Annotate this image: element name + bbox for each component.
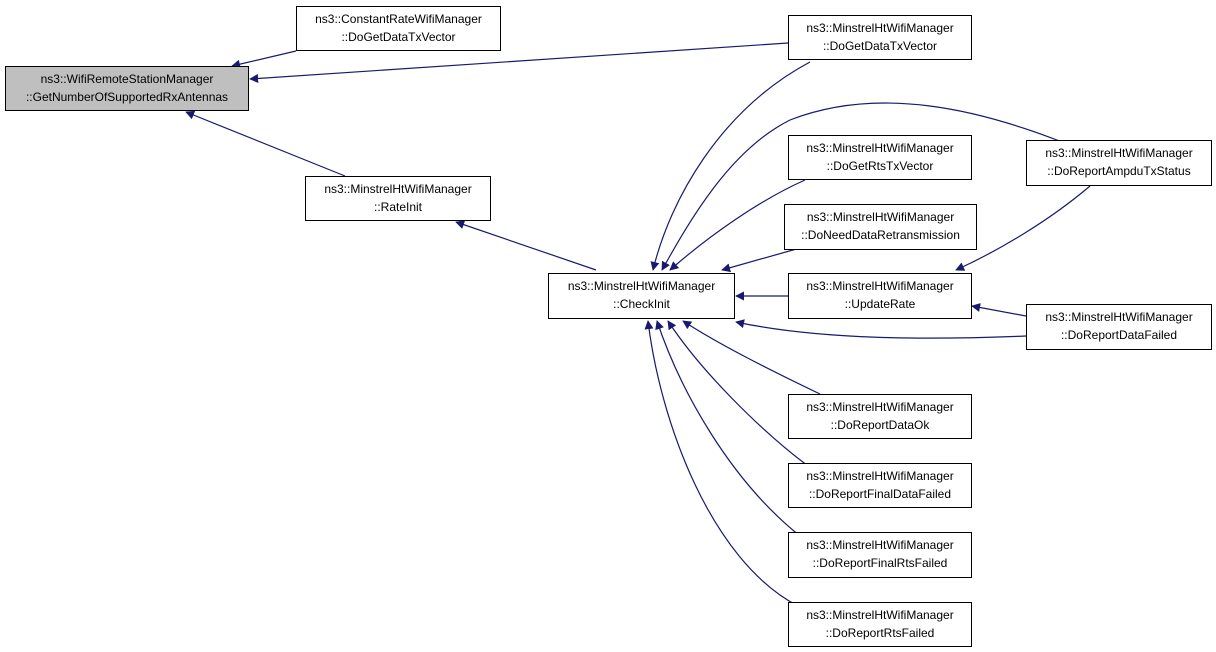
node-minstrel-do-report-rts-failed[interactable]: ns3::MinstrelHtWifiManager ::DoReportRts… bbox=[788, 602, 972, 647]
node-constant-line1: ns3::ConstantRateWifiManager bbox=[315, 12, 482, 26]
node-get-number-of-supported-rx-antennas[interactable]: ns3::WifiRemoteStationManager ::GetNumbe… bbox=[5, 66, 249, 111]
node-minstrel-rate-init[interactable]: ns3::MinstrelHtWifiManager ::RateInit bbox=[305, 176, 491, 221]
node-minstrel-check-init[interactable]: ns3::MinstrelHtWifiManager ::CheckInit bbox=[548, 273, 735, 319]
node-constant-rate-do-get-data-tx-vector[interactable]: ns3::ConstantRateWifiManager ::DoGetData… bbox=[296, 6, 501, 51]
edge-ampdu-to-updaterate bbox=[955, 185, 1091, 271]
node-datafailed-line2: ::DoReportDataFailed bbox=[1060, 328, 1178, 342]
node-minstrel-do-get-rts-tx-vector[interactable]: ns3::MinstrelHtWifiManager ::DoGetRtsTxV… bbox=[788, 135, 972, 180]
edge-rateinit-to-root bbox=[185, 110, 346, 177]
node-updaterate-line2: ::UpdateRate bbox=[844, 297, 916, 311]
node-minstrel-update-rate[interactable]: ns3::MinstrelHtWifiManager ::UpdateRate bbox=[788, 273, 972, 319]
node-root-line1: ns3::WifiRemoteStationManager bbox=[40, 72, 214, 86]
node-rateinit-line1: ns3::MinstrelHtWifiManager bbox=[324, 182, 472, 196]
node-dataok-line1: ns3::MinstrelHtWifiManager bbox=[806, 400, 954, 414]
edge-ampdu-to-checkinit bbox=[661, 102, 1063, 271]
node-rateinit-line2: ::RateInit bbox=[373, 200, 423, 214]
node-rtsfailed-line1: ns3::MinstrelHtWifiManager bbox=[806, 608, 954, 622]
node-dogetdata-line2: ::DoGetDataTxVector bbox=[822, 39, 938, 53]
node-ampdu-line2: ::DoReportAmpduTxStatus bbox=[1047, 164, 1191, 178]
node-root-line2: ::GetNumberOfSupportedRxAntennas bbox=[25, 90, 229, 104]
node-finaldata-line1: ns3::MinstrelHtWifiManager bbox=[806, 469, 954, 483]
node-doneedretx-line1: ns3::MinstrelHtWifiManager bbox=[806, 210, 955, 224]
edge-dataok-to-checkinit bbox=[682, 320, 821, 395]
node-doneedretx-line2: ::DoNeedDataRetransmission bbox=[801, 228, 960, 242]
node-constant-line2: ::DoGetDataTxVector bbox=[341, 30, 456, 44]
node-dogetrts-line2: ::DoGetRtsTxVector bbox=[826, 159, 934, 173]
node-datafailed-line1: ns3::MinstrelHtWifiManager bbox=[1045, 310, 1193, 324]
node-minstrel-do-report-data-failed[interactable]: ns3::MinstrelHtWifiManager ::DoReportDat… bbox=[1026, 304, 1212, 350]
node-minstrel-do-need-data-retransmission[interactable]: ns3::MinstrelHtWifiManager ::DoNeedDataR… bbox=[784, 204, 977, 250]
edge-doneedretx-to-checkinit bbox=[721, 247, 801, 273]
node-minstrel-do-report-ampdu-tx-status[interactable]: ns3::MinstrelHtWifiManager ::DoReportAmp… bbox=[1026, 140, 1212, 186]
node-rtsfailed-line2: ::DoReportRtsFailed bbox=[825, 626, 935, 640]
edge-constant-to-root bbox=[231, 50, 297, 69]
node-dogetdata-line1: ns3::MinstrelHtWifiManager bbox=[806, 21, 954, 35]
edge-dogetdata-to-root bbox=[249, 42, 789, 83]
node-minstrel-do-report-final-data-failed[interactable]: ns3::MinstrelHtWifiManager ::DoReportFin… bbox=[788, 463, 972, 508]
edge-dogetdata-to-checkinit bbox=[650, 61, 811, 271]
node-dataok-line2: ::DoReportDataOk bbox=[830, 418, 930, 432]
node-finaldata-line2: ::DoReportFinalDataFailed bbox=[808, 487, 952, 501]
edge-dogetrts-to-checkinit bbox=[669, 179, 806, 271]
node-checkinit-line1: ns3::MinstrelHtWifiManager bbox=[567, 279, 716, 293]
edge-rtsfailed-to-checkinit bbox=[644, 320, 799, 607]
node-ampdu-line1: ns3::MinstrelHtWifiManager bbox=[1045, 146, 1193, 160]
edge-checkinit-to-rateinit bbox=[455, 220, 597, 271]
node-minstrel-do-report-data-ok[interactable]: ns3::MinstrelHtWifiManager ::DoReportDat… bbox=[788, 394, 972, 439]
node-finalrts-line2: ::DoReportFinalRtsFailed bbox=[812, 556, 948, 570]
node-minstrel-do-report-final-rts-failed[interactable]: ns3::MinstrelHtWifiManager ::DoReportFin… bbox=[788, 532, 972, 578]
edge-datafailed-to-updaterate bbox=[971, 303, 1027, 317]
edge-finalrts-to-checkinit bbox=[655, 320, 801, 537]
edge-datafailed-to-checkinit bbox=[735, 319, 1027, 339]
node-checkinit-line2: ::CheckInit bbox=[613, 297, 670, 311]
node-dogetrts-line1: ns3::MinstrelHtWifiManager bbox=[806, 141, 954, 155]
node-updaterate-line1: ns3::MinstrelHtWifiManager bbox=[806, 279, 954, 293]
edge-finaldata-to-checkinit bbox=[667, 320, 809, 467]
node-finalrts-line1: ns3::MinstrelHtWifiManager bbox=[806, 538, 954, 552]
node-minstrel-do-get-data-tx-vector[interactable]: ns3::MinstrelHtWifiManager ::DoGetDataTx… bbox=[788, 15, 972, 60]
